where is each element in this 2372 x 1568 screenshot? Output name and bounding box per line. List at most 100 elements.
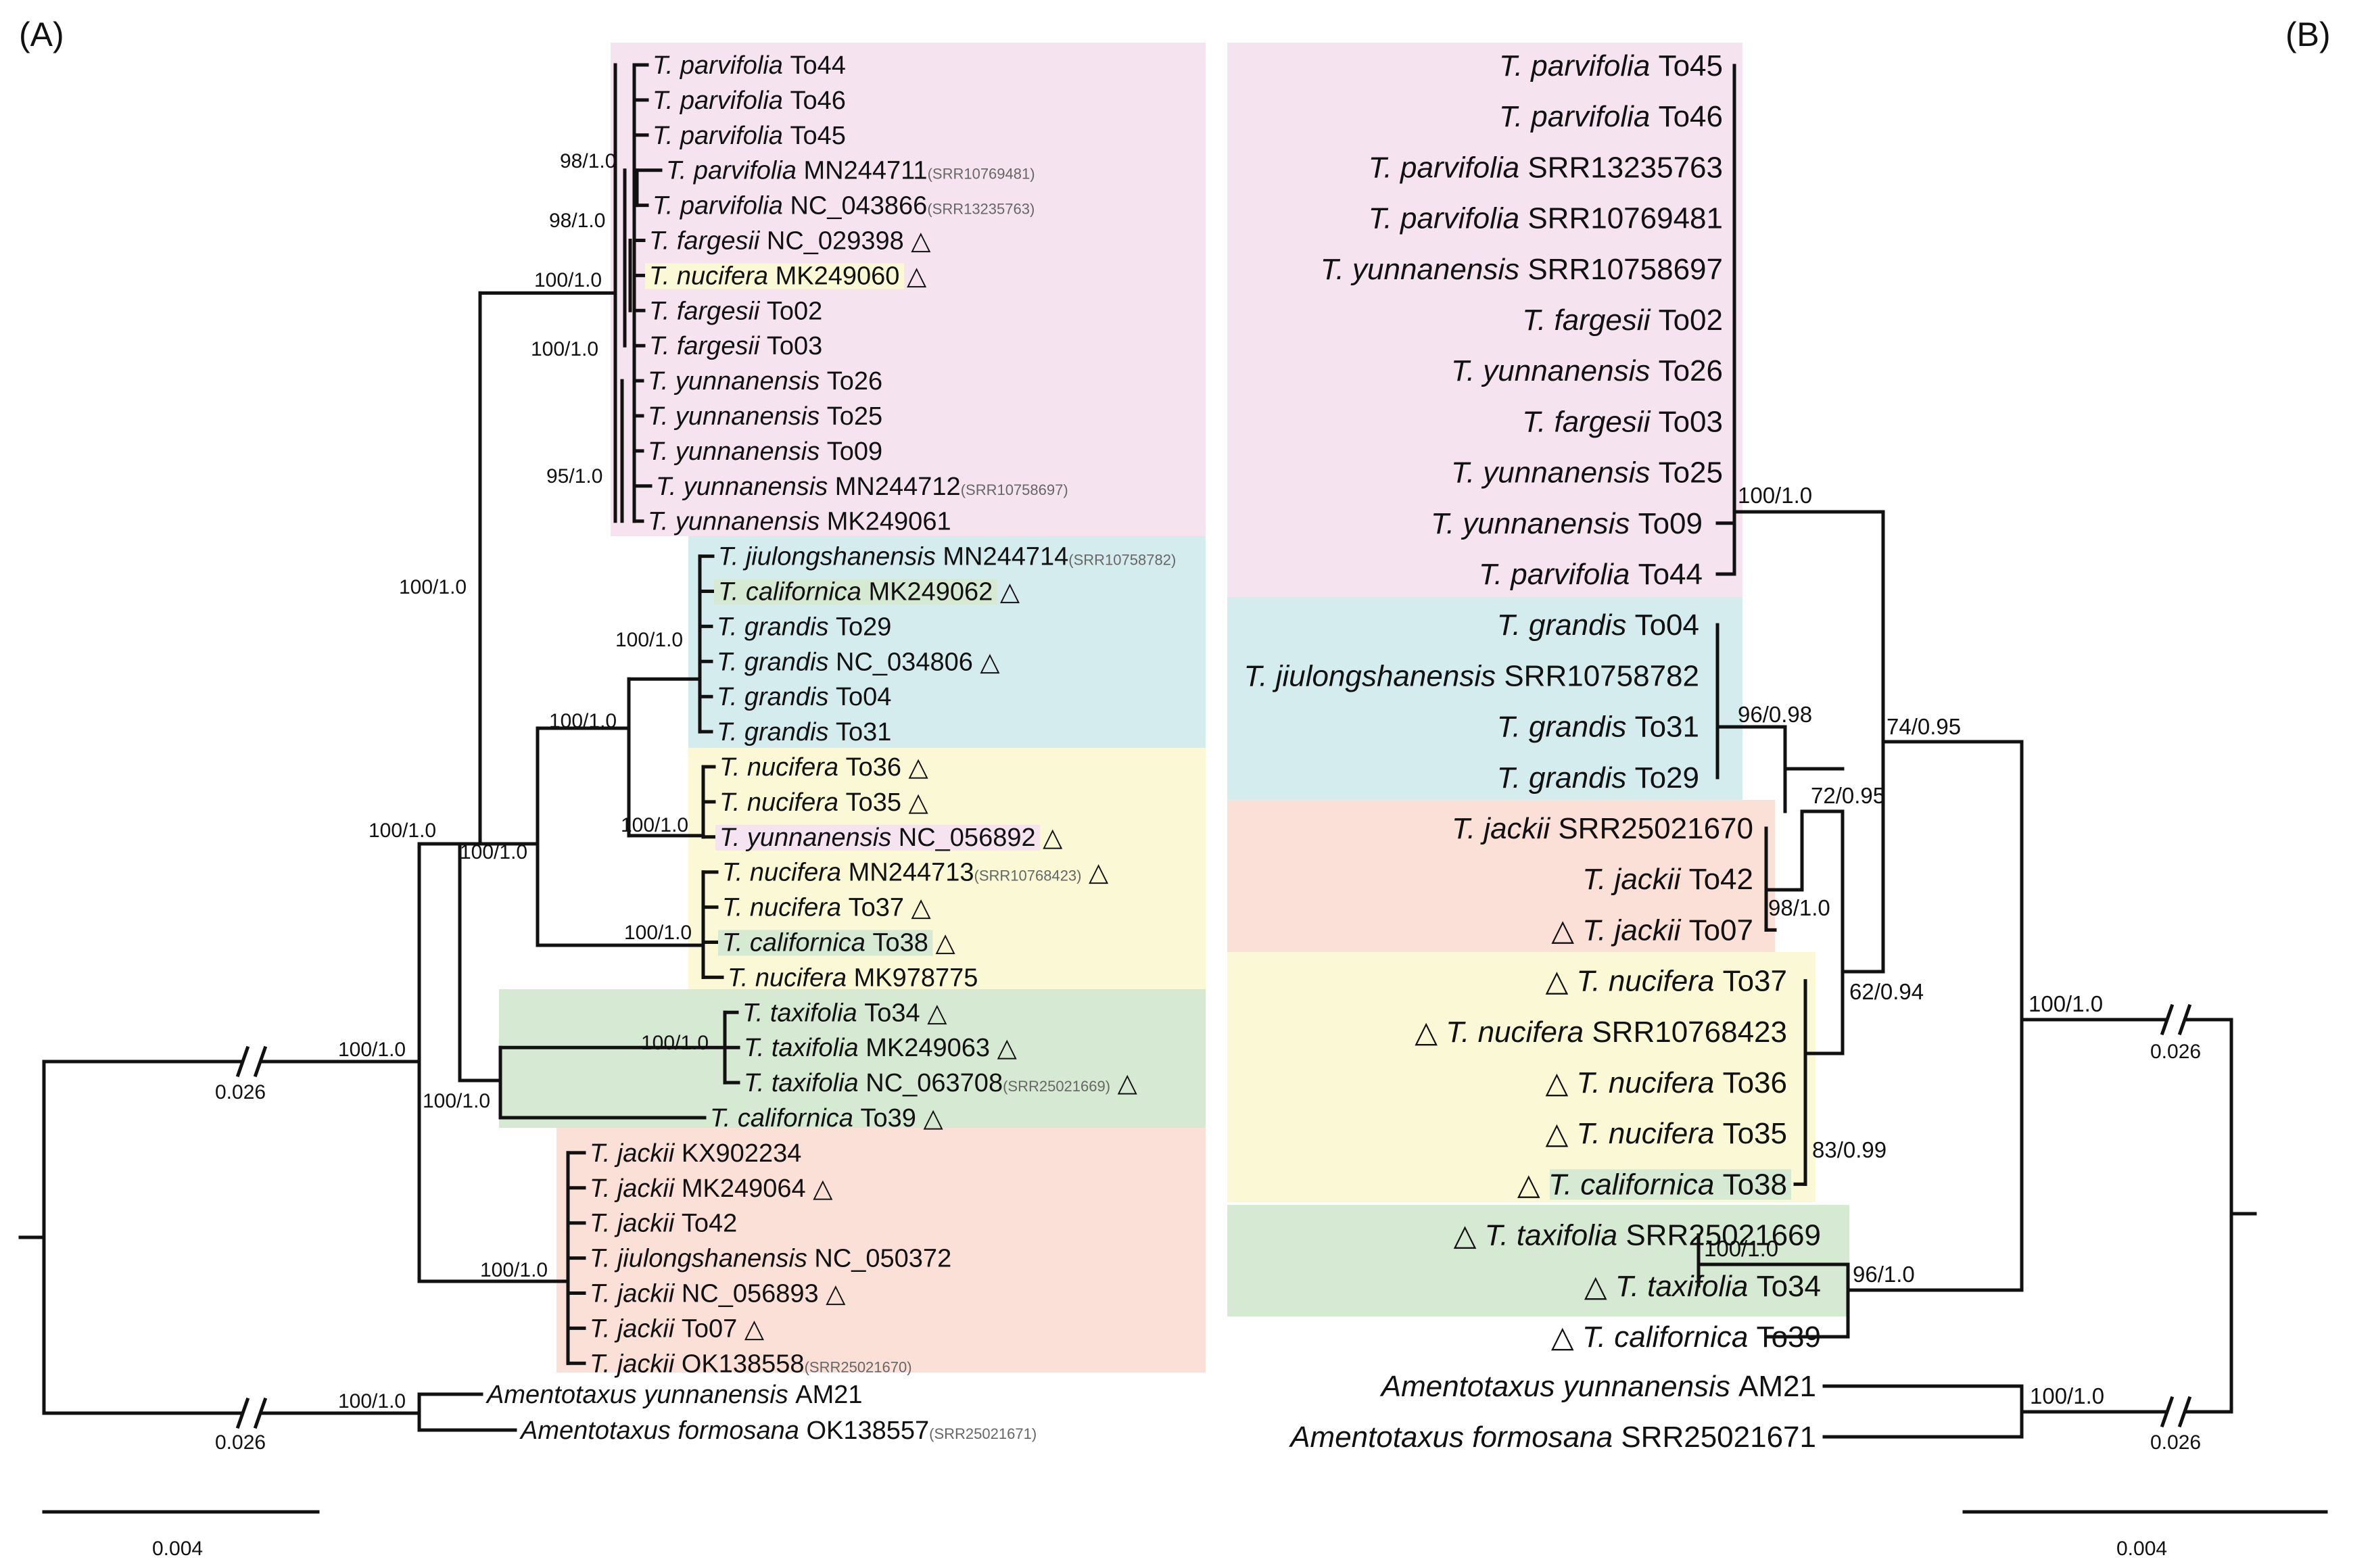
tip-id: MK249061: [827, 508, 951, 536]
clade-box-cyan-b: [1227, 597, 1742, 800]
support-label-a: 100/1.0: [549, 710, 617, 732]
tip-label-b: △ T. taxifolia To34: [1584, 1270, 1821, 1303]
triangle-marker: △: [1551, 1321, 1582, 1354]
tip-id: To07: [1689, 913, 1753, 947]
tip-highlight: [715, 824, 1041, 851]
tip-label-a: T. yunnanensis MN244712(SRR10758697): [656, 473, 1068, 501]
tip-label-a: T. californica To38 △: [722, 929, 955, 957]
tip-id: To25: [1659, 456, 1723, 490]
triangle-marker: △: [993, 578, 1020, 607]
tip-label-a: T. fargesii To03: [649, 332, 822, 360]
triangle-marker: △: [1081, 859, 1109, 887]
tip-label-a: T. grandis To31: [717, 718, 891, 746]
axis-break-b1: [2160, 1003, 2192, 1036]
tip-label-b: T. grandis To31: [1497, 711, 1699, 744]
tip-species: T. parvifolia: [666, 157, 803, 185]
tip-label-b: T. jackii SRR25021670: [1452, 812, 1753, 845]
tip-species: T. nucifera: [722, 859, 849, 887]
tip-label-b: △ T. taxifolia SRR25021669: [1454, 1219, 1821, 1252]
tip-label-a: T. yunnanensis To25: [648, 402, 882, 431]
tip-label-b: △ T. californica To38: [1517, 1168, 1787, 1201]
tip-id: To31: [1635, 711, 1699, 744]
support-label-a: 100/1.0: [641, 1032, 709, 1054]
tip-id: To04: [836, 683, 891, 711]
tip-id: To34: [864, 999, 920, 1027]
tip-accession: (SRR10758697): [961, 481, 1068, 498]
tip-label-a: T. fargesii NC_029398 △: [649, 227, 931, 256]
tip-id: To09: [827, 437, 882, 466]
tip-id: SRR25021669: [1626, 1219, 1821, 1252]
tip-label-b: T. yunnanensis SRR10758697: [1321, 253, 1723, 286]
tip-label-a: T. grandis To29: [717, 613, 891, 641]
tip-species: T. fargesii: [1522, 304, 1658, 337]
triangle-marker: △: [916, 1104, 944, 1133]
tip-accession: (SRR25021669): [1003, 1078, 1110, 1095]
tip-species: T. fargesii: [649, 227, 767, 256]
support-label-a: 100/1.0: [369, 819, 436, 842]
tip-id: To38: [1723, 1168, 1787, 1201]
tip-species: T. grandis: [717, 718, 836, 746]
tip-species: T. jackii: [590, 1210, 682, 1238]
tip-label-a: T. nucifera MN244713(SRR10768423) △: [722, 859, 1109, 887]
tip-species: T. parvifolia: [653, 192, 790, 220]
tip-id: To25: [827, 402, 882, 431]
tip-label-a: T. parvifolia To46: [653, 87, 846, 115]
tip-species: T. yunnanensis: [1431, 507, 1638, 540]
tip-label-b: △ T. nucifera SRR10768423: [1415, 1016, 1787, 1049]
triangle-marker: △: [901, 753, 929, 782]
tip-label-b: T. yunnanensis To25: [1451, 456, 1723, 490]
tip-id: SRR25021670: [1558, 812, 1753, 845]
tip-species: T. parvifolia: [1369, 151, 1528, 184]
tip-id: OK138558: [682, 1350, 805, 1378]
clade-highlight-boxes-b: [1227, 43, 1849, 1316]
tip-label-a: T. californica To39 △: [710, 1104, 943, 1133]
axis-break-a2: [235, 1397, 268, 1429]
tip-id: NC_056892: [899, 824, 1036, 852]
scale-label-a: 0.004: [152, 1538, 203, 1560]
tip-species: T. californica: [718, 578, 868, 607]
tip-id: SRR25021671: [1621, 1421, 1816, 1454]
tip-species: T. grandis: [1497, 711, 1635, 744]
support-label-a: 100/1.0: [615, 629, 683, 651]
tip-label-b: T. parvifolia To44: [1479, 558, 1703, 591]
tip-species: T. parvifolia: [653, 51, 790, 80]
tip-species: T. grandis: [1497, 761, 1635, 794]
tip-label-b: △ T. jackii To07: [1551, 913, 1753, 947]
tip-id: KX902234: [682, 1139, 802, 1168]
tip-species: T. yunnanensis: [1321, 253, 1528, 286]
tip-species: T. taxifolia: [744, 1069, 865, 1097]
tip-id: NC_050372: [814, 1245, 951, 1273]
tip-id: NC_056893: [682, 1280, 819, 1308]
tip-id: To34: [1757, 1270, 1821, 1303]
tip-id: To42: [1689, 863, 1753, 896]
tip-label-b: T. jiulongshanensis SRR10758782: [1243, 659, 1699, 692]
break-value-b1: 0.026: [2150, 1041, 2201, 1063]
axis-break-b2-gap: [2166, 1394, 2185, 1429]
tip-label-a: T. jackii To07 △: [590, 1314, 765, 1343]
tip-label-a: T. jackii OK138558(SRR25021670): [590, 1350, 912, 1378]
tip-id: To46: [1659, 100, 1723, 133]
tip-species: T. yunnanensis: [719, 824, 899, 852]
tip-label-a: T. jackii KX902234: [590, 1139, 801, 1168]
support-label-a: 100/1.0: [534, 269, 602, 291]
tip-id: To29: [836, 613, 891, 641]
break-value-b2: 0.026: [2150, 1431, 2201, 1454]
clade-box-green-b: [1227, 1205, 1849, 1316]
tip-label-b: Amentotaxus yunnanensis AM21: [1379, 1370, 1816, 1403]
tip-id: To26: [1659, 354, 1723, 387]
tip-id: NC_034806: [836, 648, 973, 676]
support-label-a: 100/1.0: [624, 922, 692, 944]
tip-label-b: T. parvifolia SRR13235763: [1369, 151, 1723, 184]
axis-break-a2-gap: [242, 1396, 261, 1431]
tip-label-a: T. nucifera To37 △: [722, 894, 932, 922]
tip-id: MK249060: [776, 262, 900, 290]
clade-box-cyan: [688, 536, 1206, 748]
tip-species: T. jackii: [1452, 812, 1558, 845]
tip-id: SRR10758782: [1504, 659, 1699, 692]
triangle-marker: △: [1545, 965, 1576, 998]
tip-species: T. nucifera: [722, 894, 849, 922]
tip-label-a: T. jackii MK249064 △: [590, 1174, 833, 1203]
tip-label-a: T. taxifolia MK249063 △: [744, 1034, 1018, 1062]
tip-id: To04: [1635, 609, 1699, 642]
